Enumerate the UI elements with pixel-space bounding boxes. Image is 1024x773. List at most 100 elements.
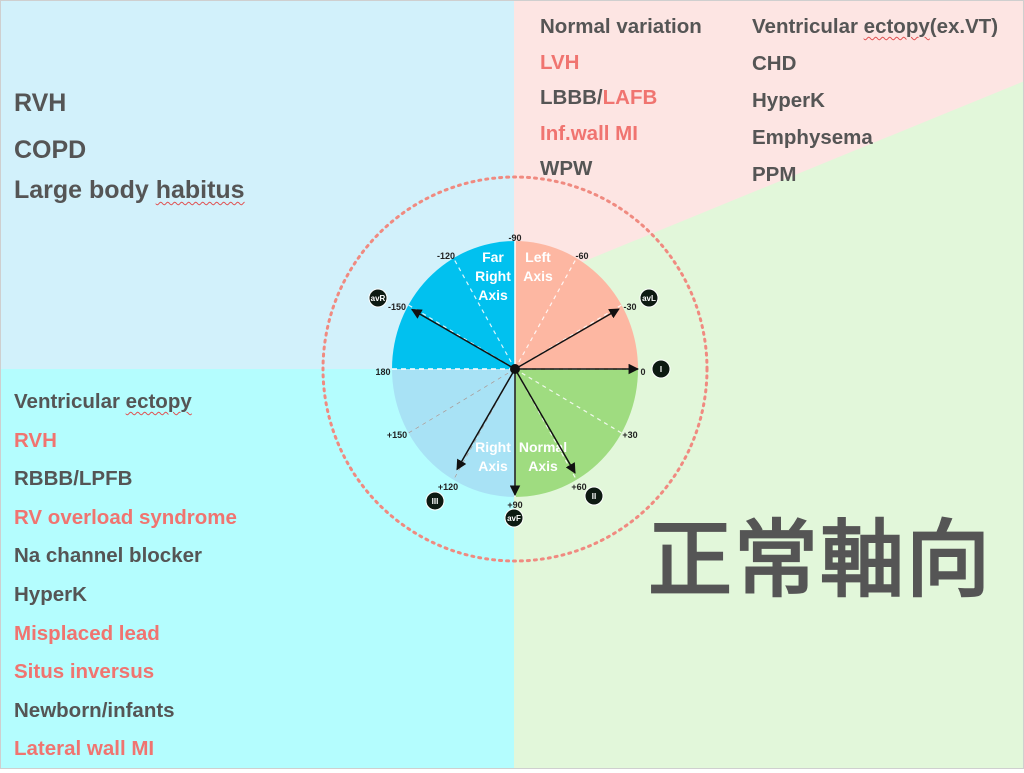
list-item: Emphysema [752,123,998,160]
list-item-text: Ventricular [752,15,864,38]
list-item-text: CHD [752,52,797,75]
list-item-text: Large body [14,176,156,204]
degree-label: +30 [622,430,637,440]
list-item-tail: (ex.VT) [929,15,999,38]
list-item-text: Inf.wall MI [540,121,638,145]
sector-label-line: Axis [478,458,508,474]
list-item: CHD [752,49,998,86]
list-item-text: Normal variation [540,15,702,38]
list-item-text: Emphysema [752,126,873,149]
list-item: Large body habitus [14,173,245,220]
list-item-text: HyperK [752,89,825,112]
list-item-text: Lateral wall MI [14,737,155,761]
lead-label-avf: avF [507,514,521,523]
lead-badge-avl [639,288,659,308]
list-item-text: LVH [540,50,580,74]
list-item-text: Situs inversus [14,660,155,684]
list-item-text: Misplaced lead [14,621,160,645]
lead-badge-i [651,359,671,379]
lead-label-avr: avR [371,294,386,303]
degree-label: -60 [575,251,588,261]
normal-axis-sector [515,369,638,497]
sector-label-line: Axis [523,268,553,284]
degree-label: -90 [508,233,521,243]
degree-label: +150 [387,430,407,440]
list-item: Lateral wall MI [14,734,237,773]
degree-label: +120 [438,482,458,492]
list-item: Normal variation [540,12,702,48]
list-item: LVH [540,48,702,84]
sector-label-line: Left [525,249,551,265]
list-item: Misplaced lead [14,619,237,658]
sector-label-line: Axis [478,287,508,303]
degree-label: +60 [571,482,586,492]
list-item: HyperK [14,580,237,619]
lead-vector-ii [514,368,576,474]
list-item-spellcheck-word: ectopy [125,390,192,413]
list-item: Inf.wall MI [540,119,702,155]
list-item-spellcheck-word: ectopy [863,15,930,38]
far-right-axis-sector [392,241,515,369]
sector-label-line: Right [475,268,511,284]
list-item: RV overload syndrome [14,503,237,542]
list-item: Ventricular ectopy [14,387,237,426]
list-item: WPW [540,154,702,190]
lead-label-iii: III [432,497,439,506]
list-item-spellcheck-word: habitus [155,176,245,204]
lead-badge-avf [504,508,524,528]
list-item-text: RVH [14,89,67,117]
top-right-list-2: Ventricular ectopy(ex.VT) CHD HyperK Emphys… [752,12,998,197]
list-item: PPM [752,160,998,197]
lead-label-ii: II [592,492,596,501]
degree-label: 0 [640,367,645,377]
list-item-text: WPW [540,157,593,180]
dotted-circle [321,175,709,563]
list-item-text: Na channel blocker [14,544,202,568]
sector-label-line: Right [475,439,511,455]
lead-badge-avr [368,288,388,308]
lead-badge-iii [425,491,445,511]
sector-label-line: Normal [519,439,567,455]
lead-vector-avl [514,308,620,370]
list-item: RVH [14,86,245,133]
normal-axis-title: 正常軸向 [648,513,993,607]
list-item: Na channel blocker [14,541,237,580]
lead-label-avl: avL [642,294,656,303]
list-item-highlight: LAFB [602,86,658,109]
list-item: LBBB/LAFB [540,83,702,119]
center-point [510,364,520,374]
list-item: HyperK [752,86,998,123]
list-item-text: HyperK [14,582,87,606]
list-item-text: PPM [752,163,797,186]
list-item: COPD [14,133,245,173]
list-item-text: RV overload syndrome [14,505,237,529]
left-axis-sector [515,241,638,369]
lead-label-i: I [660,365,662,374]
lead-vector-iii [456,368,516,471]
reference-line [514,368,578,481]
list-item: RBBB/LPFB [14,464,237,503]
reference-line [514,257,578,370]
list-item-text: LBBB/ [540,86,603,109]
degree-label: -30 [623,302,636,312]
sector-label-line: Far [482,249,504,265]
degree-label: +90 [507,500,522,510]
reference-line [452,257,516,370]
list-item: RVH [14,426,237,465]
degree-label: -150 [388,302,406,312]
list-item-text: RBBB/LPFB [14,467,133,491]
degree-label: -120 [437,251,455,261]
lead-badge-ii [584,486,604,506]
list-item: Situs inversus [14,657,237,696]
degree-label: 180 [375,367,390,377]
list-item-text: Ventricular [14,390,126,413]
sector-label-line: Axis [528,458,558,474]
